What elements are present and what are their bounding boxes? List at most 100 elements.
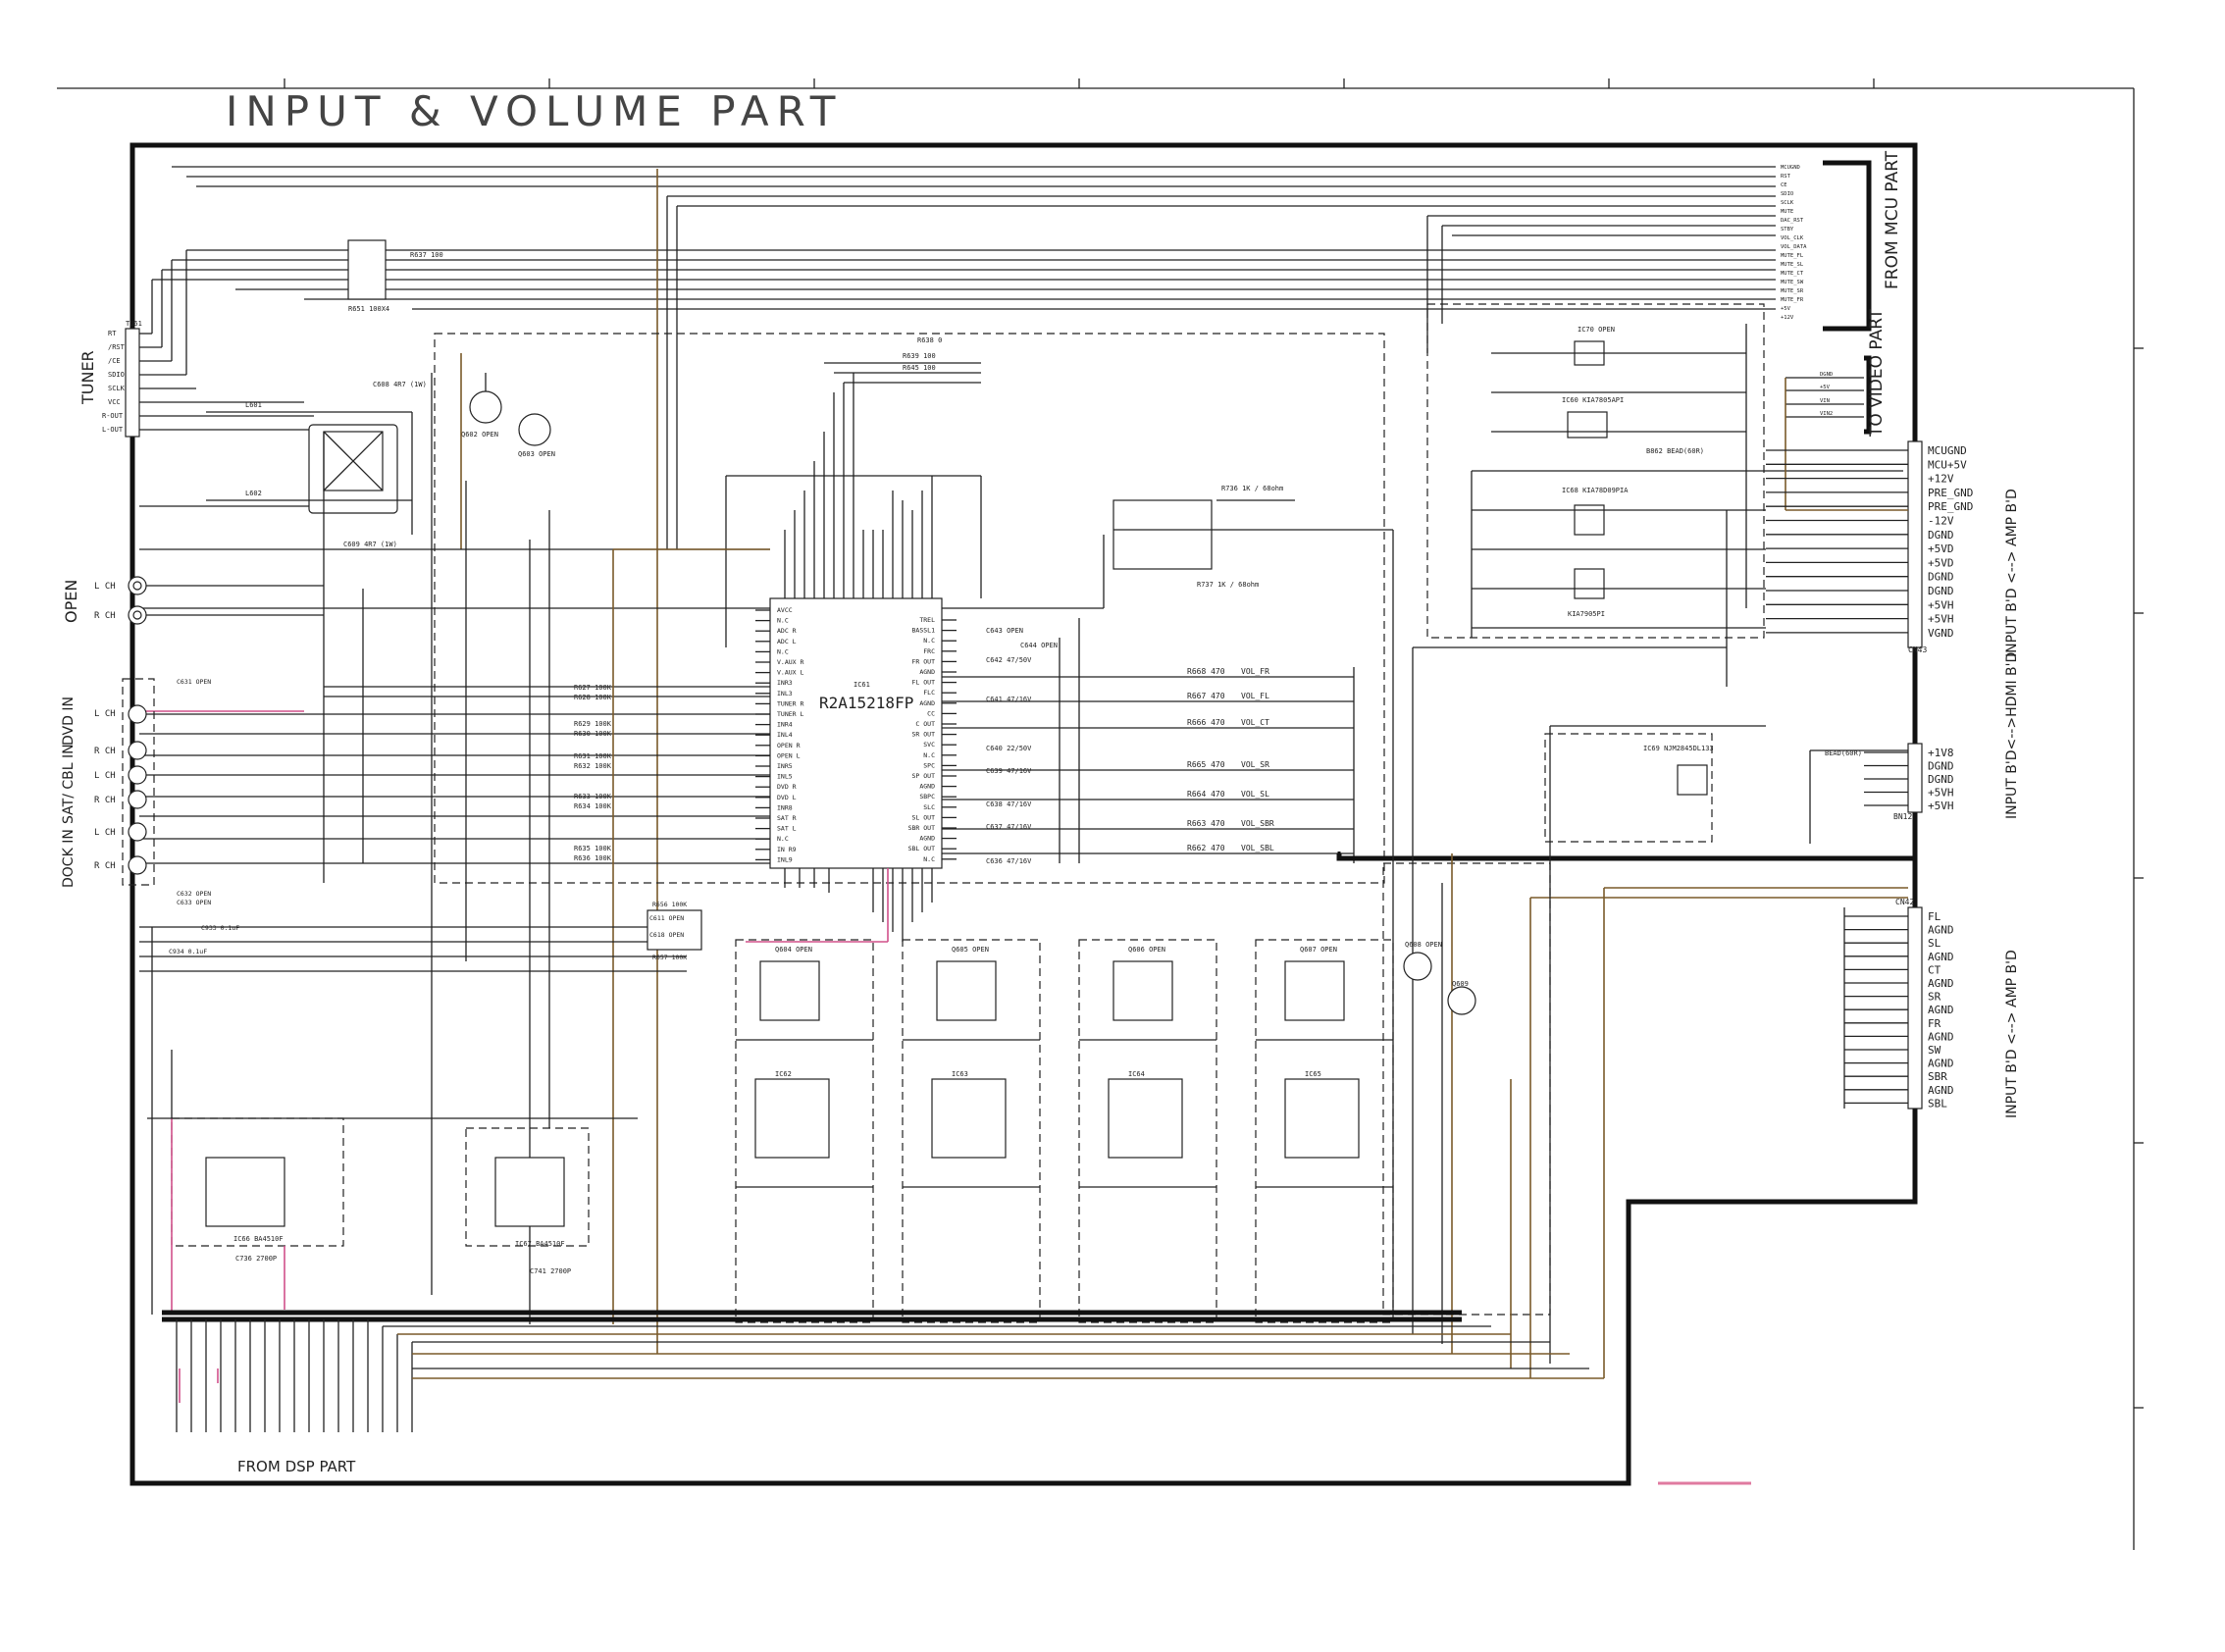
svg-text:IC69 NJM2845DL133: IC69 NJM2845DL133 (1643, 745, 1714, 752)
svg-text:CN42: CN42 (1895, 898, 1914, 906)
svg-text:IC64: IC64 (1128, 1070, 1145, 1078)
ic61-pin-label: SBL OUT (908, 845, 935, 852)
svg-text:IC62: IC62 (775, 1070, 792, 1078)
svg-text:C641 47/16V: C641 47/16V (986, 696, 1032, 703)
svg-text:IC67 BA4510F: IC67 BA4510F (515, 1240, 565, 1248)
bn12-pin-label: +5VH (1928, 787, 1954, 800)
ic61-pin-label: FR OUT (912, 657, 936, 665)
ic61-pin-label: INL5 (777, 773, 793, 781)
svg-text:R CH: R CH (94, 747, 116, 756)
svg-text:R627 100K: R627 100K (574, 684, 612, 692)
ic61-pin-label: OPEN L (777, 751, 801, 759)
cn42-pin-label: FR (1928, 1017, 1941, 1030)
ic61-pin-label: N.C (777, 647, 789, 655)
svg-text:R668 470: R668 470 (1187, 667, 1225, 676)
cn43-connector: CN43 MCUGNDMCU+5V+12VPRE_GNDPRE_GND-12VD… (1766, 440, 2020, 657)
svg-text:MUTE_FR: MUTE_FR (1781, 297, 1804, 303)
svg-text:SCLK: SCLK (108, 385, 126, 392)
svg-text:C631 OPEN: C631 OPEN (177, 678, 211, 686)
q608-q609: Q608 OPEN Q609 (1403, 941, 1476, 1015)
svg-text:SDIO: SDIO (1781, 191, 1793, 197)
svg-text:VOL_DATA: VOL_DATA (1781, 244, 1807, 250)
svg-text:R638 0: R638 0 (917, 336, 942, 344)
svg-text:R CH: R CH (94, 611, 116, 621)
svg-text:R651 100X4: R651 100X4 (348, 305, 389, 313)
r656-r657: R656 100K R657 100K C611 OPEN C618 OPEN (647, 901, 702, 961)
cn42-pin-label: AGND (1928, 977, 1954, 990)
amp-stages: Q604 OPEN Q605 OPEN Q606 OPEN Q607 OPEN … (735, 939, 1394, 1323)
svg-text:R CH: R CH (94, 796, 116, 805)
svg-text:/RST: /RST (108, 343, 126, 351)
ic61-part: R2A15218FP (819, 694, 913, 712)
ic61-pin-label: INR4 (777, 721, 793, 729)
svg-text:C608 4R7 (1W): C608 4R7 (1W) (373, 381, 427, 388)
ic61-pin-label: ADC L (777, 638, 797, 645)
bn12-pin-label: +5VH (1928, 800, 1954, 812)
svg-text:MUTE: MUTE (1781, 209, 1793, 215)
from-mcu-label: FROM MCU PART (1883, 150, 1902, 289)
ic61-pin-label: DVD L (777, 794, 797, 801)
svg-text:IC70 OPEN: IC70 OPEN (1578, 326, 1615, 334)
svg-text:R-OUT: R-OUT (102, 412, 124, 420)
cn42-pin-label: AGND (1928, 1004, 1954, 1016)
ic61-ref: IC61 (854, 681, 870, 689)
svg-text:SCLK: SCLK (1781, 200, 1794, 206)
svg-text:C640 22/50V: C640 22/50V (986, 745, 1032, 752)
input-resistor-network: R627 100K R628 100K R629 100K R630 100K … (574, 684, 612, 862)
svg-text:DAC_RST: DAC_RST (1781, 218, 1804, 224)
svg-text:R664 470: R664 470 (1187, 790, 1225, 799)
ic61-pin-label: SPC (923, 761, 935, 769)
ic61-pin-label: N.C (923, 637, 935, 645)
tuner-connector: TUNER TU61 RT /RST /CE SDIO SCLK VCC R-O… (78, 250, 324, 507)
svg-text:/CE: /CE (108, 357, 121, 365)
svg-text:MUTE_CT: MUTE_CT (1781, 271, 1804, 277)
svg-text:CE: CE (1781, 182, 1787, 188)
svg-text:L-OUT: L-OUT (102, 426, 124, 434)
svg-text:R656 100K: R656 100K (652, 901, 687, 908)
svg-text:BN12: BN12 (1893, 812, 1912, 821)
svg-text:INPUT B'D <--> AMP B'D: INPUT B'D <--> AMP B'D (2004, 489, 2020, 657)
ic61-pin-label: OPEN R (777, 742, 801, 749)
svg-text:Q606 OPEN: Q606 OPEN (1128, 946, 1165, 954)
svg-text:CN43: CN43 (1908, 645, 1927, 654)
ic61-pin-label: SL OUT (912, 813, 936, 821)
ic61-pin-label: DVD R (777, 783, 797, 791)
cn43-pin-label: +5VH (1928, 598, 1954, 611)
ic61-pin-label: INR5 (777, 762, 793, 770)
svg-text:C934 0.1uF: C934 0.1uF (169, 948, 207, 955)
ic61-pin-label: AVCC (777, 606, 793, 614)
ic61-pin-label: INL4 (777, 731, 793, 739)
svg-text:C637 47/16V: C637 47/16V (986, 823, 1032, 831)
svg-text:OPEN: OPEN (62, 580, 80, 623)
svg-text:C741 2700P: C741 2700P (530, 1267, 571, 1275)
cn43-pin-label: DGND (1928, 585, 1954, 597)
svg-text:IC65: IC65 (1305, 1070, 1321, 1078)
svg-text:Q603 OPEN: Q603 OPEN (518, 450, 555, 458)
svg-text:R736 1K / 68ohm: R736 1K / 68ohm (1221, 485, 1283, 492)
ic61-pin-label: N.C (777, 835, 789, 843)
cn43-pin-label: +5VD (1928, 556, 1954, 569)
svg-text:R737 1K / 68ohm: R737 1K / 68ohm (1197, 581, 1259, 589)
svg-text:INPUT B'D <--> AMP B'D: INPUT B'D <--> AMP B'D (2004, 950, 2020, 1118)
svg-text:R635 100K: R635 100K (574, 845, 612, 852)
ic61-pin-label: AGND (919, 699, 935, 707)
ic61-pin-label: N.C (923, 855, 935, 863)
board-outline (129, 142, 1918, 1486)
svg-text:IC60 KIA7805API: IC60 KIA7805API (1562, 396, 1624, 404)
svg-text:C618 OPEN: C618 OPEN (649, 931, 684, 939)
dsp-bus (162, 887, 1908, 1432)
sheet-frame (57, 78, 2144, 1550)
svg-text:SAT/ CBL IN: SAT/ CBL IN (61, 744, 77, 824)
svg-text:C639 47/16V: C639 47/16V (986, 767, 1032, 775)
power-wiring (1392, 509, 1908, 1378)
cn42-pin-label: CT (1928, 963, 1941, 976)
page-title: INPUT & VOLUME PART (226, 87, 843, 135)
svg-text:MUTE_SW: MUTE_SW (1781, 280, 1804, 285)
ic61-pin-label: TUNER L (777, 710, 803, 718)
svg-text:C736 2700P: C736 2700P (235, 1255, 277, 1263)
svg-text:IC68 KIA78D09PIA: IC68 KIA78D09PIA (1562, 487, 1629, 494)
svg-text:BEAD(60R): BEAD(60R) (1825, 749, 1862, 757)
svg-text:VOL_SBL: VOL_SBL (1241, 844, 1274, 852)
svg-text:+5V: +5V (1820, 385, 1831, 390)
